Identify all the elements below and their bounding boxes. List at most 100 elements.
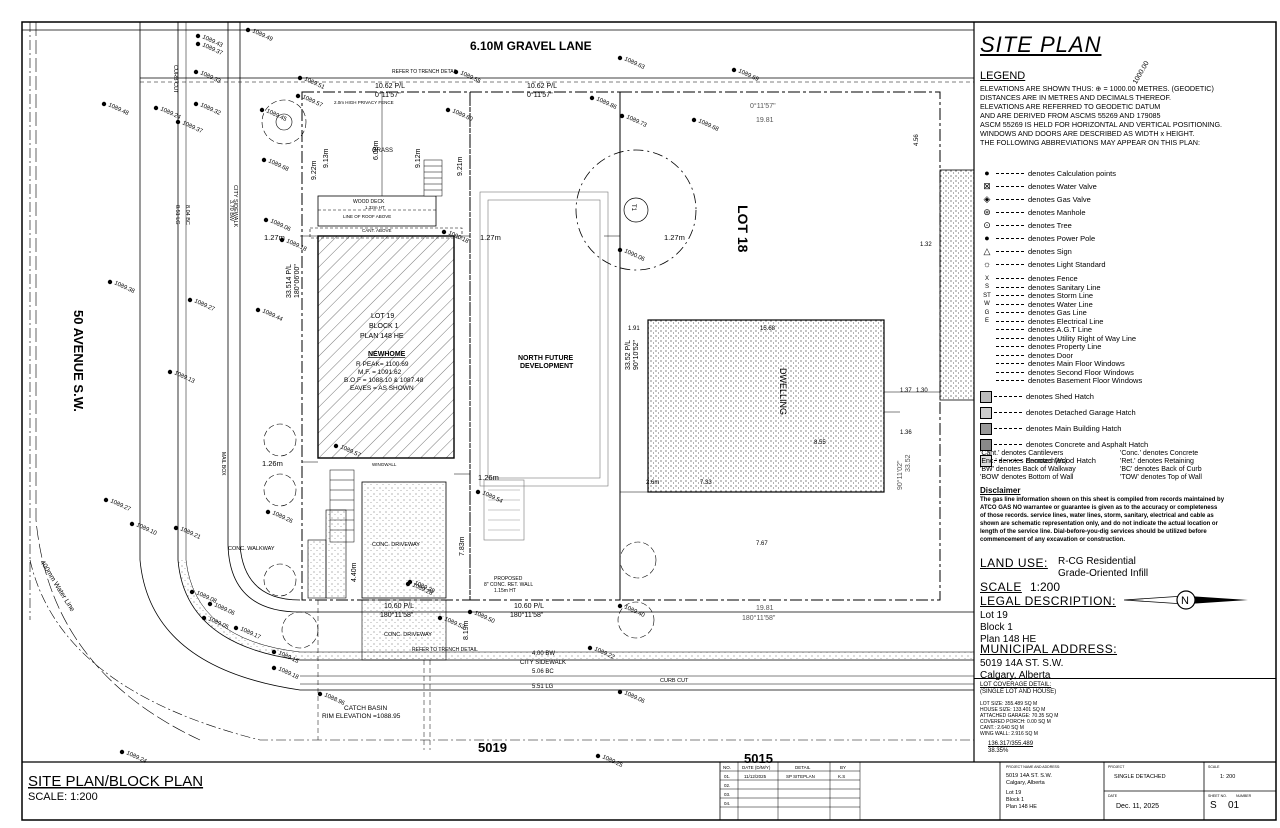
rev-h-3: BY xyxy=(840,765,846,770)
hatch-swatch-icon xyxy=(980,454,992,467)
elevation-label: 1089.32 xyxy=(199,102,222,117)
elevation-label: 1089.48 xyxy=(107,102,130,117)
top-pl-right: 10.62 P/L xyxy=(527,83,557,90)
rev-r3-0: 04. xyxy=(724,801,730,806)
calc-point-icon xyxy=(453,69,459,75)
refer-trench-label: REFER TO TRENCH DETAIL xyxy=(392,69,458,75)
dim-400bw: 4.00 BW xyxy=(532,651,555,657)
legend-dash xyxy=(996,371,1024,373)
legend-dash xyxy=(994,444,1022,445)
rev-h-2: DETAIL xyxy=(795,765,811,770)
calc-point-icon xyxy=(193,101,199,107)
legend-dash xyxy=(996,320,1024,322)
abbrev-left-0: 'Cant.' denotes Cantilevers xyxy=(980,450,1064,457)
legend-line-text: denotes Main Floor Windows xyxy=(1028,359,1125,368)
elevation-label: 1089.06 xyxy=(623,690,646,705)
privacy-fence-label: 2.0m HIGH PRIVACY FENCE xyxy=(334,100,394,105)
legend-line-text: denotes Electrical Line xyxy=(1028,316,1104,326)
dim-127c: 1.27m xyxy=(664,233,685,242)
coverage-line: HOUSE SIZE: 133.401 SQ M xyxy=(980,707,1046,713)
disclaimer-line: of those records. service lines, water l… xyxy=(980,513,1214,519)
legend-dash xyxy=(996,251,1024,252)
land-use-label: LAND USE: xyxy=(980,556,1048,570)
legend-symbol-icon: ☼ xyxy=(982,259,992,269)
legend-symbol-text: denotes Tree xyxy=(1028,221,1072,230)
legend-symbol-text: denotes Power Pole xyxy=(1028,233,1096,243)
conc-driveway-label: CONC. DRIVEWAY xyxy=(372,542,420,548)
legend-symbol-text: denotes Light Standard xyxy=(1028,259,1106,269)
legal-line: Block 1 xyxy=(980,622,1013,633)
legend-hatch-row: denotes Wood Hatch xyxy=(980,454,1096,467)
disclaimer-body: The gas line information shown on this s… xyxy=(980,496,1224,544)
abbrev-block: 'Cant.' denotes Cantilevers 'Enc.' denot… xyxy=(980,450,1076,482)
dim-136: 1.36 xyxy=(900,430,912,436)
legend-line-row: denotes Main Floor Windows xyxy=(980,359,1125,368)
date-value: Dec. 11, 2025 xyxy=(1116,803,1159,810)
legend-line-text: denotes Storm Line xyxy=(1028,291,1094,300)
newhome-line-1: R PEAK= 1100.69 xyxy=(356,361,409,368)
legend-elev-value: 1000.00 xyxy=(1132,60,1151,86)
calc-point-icon xyxy=(207,601,213,607)
elevation-label: 1089.63 xyxy=(623,56,646,71)
elevation-label: 1089.86 xyxy=(595,96,618,111)
elevation-label: 1089.18 xyxy=(285,238,308,253)
curb-cut-v: CURB CUT xyxy=(172,65,178,94)
legend-line-text: denotes Door xyxy=(1028,350,1074,360)
calc-point-icon xyxy=(101,101,107,107)
dim-912a: 9.12m xyxy=(415,148,422,168)
intro-line: DISTANCES ARE IN METRES AND DECIMALS THE… xyxy=(980,93,1172,102)
legend-dash xyxy=(996,172,1024,174)
legend-line-code: ST xyxy=(983,292,991,299)
legend-hatch-text: denotes Main Building Hatch xyxy=(1026,424,1122,433)
abbrev-left-2: 'BW' denotes Back of Walkway xyxy=(980,466,1076,473)
legend-line-text: denotes Utility Right of Way Line xyxy=(1028,333,1137,343)
newhome-title: NEWHOME xyxy=(368,351,406,358)
legend-dash xyxy=(996,346,1024,347)
legend-dash xyxy=(994,412,1022,413)
elevation-label: 1089.37 xyxy=(181,120,204,135)
bot-pl-left-ang: 180°11'58" xyxy=(380,611,414,619)
legend-symbol-icon: ● xyxy=(984,168,990,178)
legend-line-row: denotes Door xyxy=(980,351,1073,360)
intro-line: ASCM 55269 IS HELD FOR HORIZONTAL AND VE… xyxy=(980,120,1223,129)
elevation-label: 1089.73 xyxy=(625,114,648,129)
calc-point-icon xyxy=(475,489,481,495)
dim-608: 6.08m xyxy=(373,140,380,160)
elevation-label: 1089.60 xyxy=(451,108,474,123)
legend-line-row: denotes A.G.T Line xyxy=(980,325,1092,334)
lot18-top-ang: 0°11'57" xyxy=(750,102,776,110)
legend-hatch-row: denotes Concrete and Asphalt Hatch xyxy=(980,438,1148,451)
dim-127b: 1.27m xyxy=(480,233,501,242)
street-number2: 5015 xyxy=(744,751,773,766)
legend-symbol-row: ◈denotes Gas Valve xyxy=(980,194,1091,205)
legend-symbol-text: denotes Calculation points xyxy=(1028,168,1116,178)
coverage-head: LOT COVERAGE DETAIL: xyxy=(980,682,1052,688)
legend-line-row: denotes Basement Floor Windows xyxy=(980,376,1142,385)
number-value: 01 xyxy=(1228,800,1240,811)
legend-dash xyxy=(996,286,1024,288)
calc-point-icon xyxy=(201,615,207,621)
type-label: PROJECT xyxy=(1108,765,1125,769)
abbrev-right-3: 'TOW' denotes Top of Wall xyxy=(1120,474,1202,481)
calc-point-icon xyxy=(263,217,269,223)
calc-point-icon xyxy=(245,27,251,33)
elevation-label: 1089.68 xyxy=(267,158,290,173)
legend-hatch-row: denotes Detached Garage Hatch xyxy=(980,406,1136,419)
dim-819: 8.19m xyxy=(463,620,470,640)
project-line-4: Block 1 xyxy=(1006,797,1024,803)
elevation-label: 1089.44 xyxy=(261,308,284,323)
proposed-wall-1: PROPOSED xyxy=(494,576,523,582)
coverage-line: CANT.: 2.640 SQ M xyxy=(980,725,1024,731)
side-pl2: 33.52 P/L xyxy=(625,340,632,370)
elevation-label: 1088.96 xyxy=(323,692,346,707)
dim-130: 1.30 xyxy=(916,388,928,394)
legend-symbol-icon: ⊛ xyxy=(983,207,991,217)
calc-point-icon xyxy=(129,521,135,527)
disclaimer-line: commencement of any excavation or constr… xyxy=(980,537,1126,543)
legend-dash xyxy=(996,295,1024,296)
calc-point-icon xyxy=(617,603,623,609)
